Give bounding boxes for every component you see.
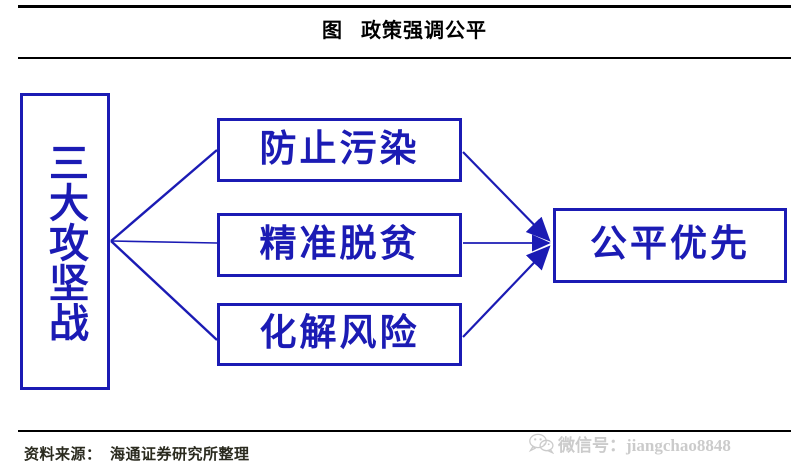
header-rule-bottom	[18, 57, 791, 59]
edge-three-battles-to-targeted-poverty-alleviation	[110, 240, 218, 244]
node-three-battles[interactable]: 三大攻坚战	[20, 93, 110, 390]
node-targeted-poverty-alleviation-label: 精准脱贫	[259, 223, 420, 265]
wechat-icon	[528, 433, 554, 454]
node-fairness-first[interactable]: 公平优先	[553, 208, 787, 283]
edge-three-battles-to-prevent-pollution	[110, 149, 218, 242]
edge-defuse-risks-to-fairness-first	[462, 245, 551, 338]
figure-title: 图 政策强调公平	[322, 20, 487, 42]
node-fairness-first-label: 公平优先	[590, 224, 750, 265]
figure-source: 资料来源： 海通证券研究所整理	[24, 447, 250, 463]
watermark-text: 微信号：jiangchao8848	[558, 435, 731, 455]
footer-rule	[18, 430, 791, 432]
header-rule-top	[18, 5, 791, 8]
node-prevent-pollution[interactable]: 防止污染	[217, 118, 462, 182]
node-prevent-pollution-label: 防止污染	[259, 128, 420, 170]
node-three-battles-label: 三大攻坚战	[43, 141, 88, 342]
watermark: 微信号：jiangchao8848	[528, 428, 796, 458]
node-defuse-risks-label: 化解风险	[259, 313, 420, 354]
node-targeted-poverty-alleviation[interactable]: 精准脱贫	[217, 213, 462, 277]
edge-prevent-pollution-to-fairness-first	[462, 151, 551, 242]
node-defuse-risks[interactable]: 化解风险	[217, 303, 462, 366]
edge-three-battles-to-defuse-risks	[110, 240, 218, 341]
